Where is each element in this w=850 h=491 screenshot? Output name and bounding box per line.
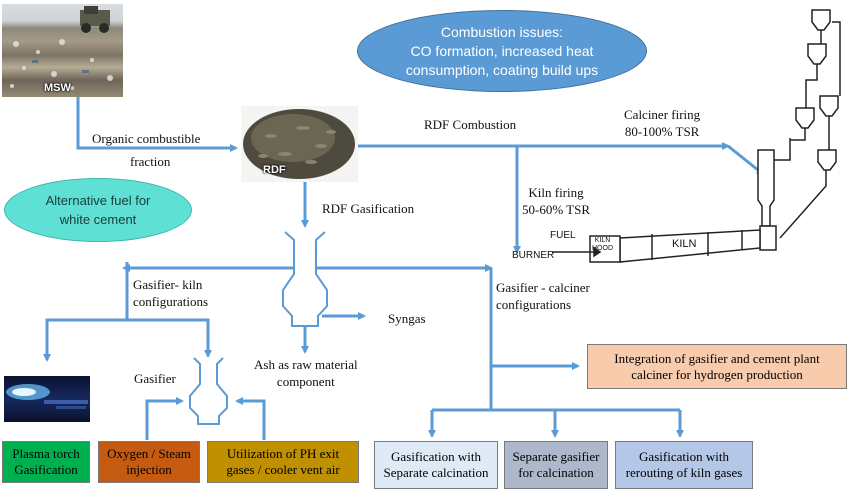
kiln-firing-label: Kiln firing 50-60% TSR — [522, 184, 590, 218]
rerouting-box: Gasification with rerouting of kiln gase… — [615, 441, 753, 489]
ash-label: Ash as raw material component — [254, 356, 358, 390]
kiln-firing-line1: Kiln firing — [528, 185, 584, 200]
kiln-hood-line2: HOOD — [592, 245, 613, 252]
oxygen-steam-line2: injection — [126, 462, 172, 477]
rdf-gasification-label: RDF Gasification — [322, 201, 415, 216]
rerouting-line1: Gasification with — [639, 449, 729, 464]
integration-line2: calciner for hydrogen production — [631, 366, 803, 382]
rdf-label: RDF — [263, 164, 286, 176]
kiln-firing-line2: 50-60% TSR — [522, 202, 591, 217]
gasifier-label: Gasifier — [134, 371, 176, 386]
alternative-fuel-ellipse: Alternative fuel for white cement — [4, 178, 192, 242]
msw-image: MSW — [2, 4, 123, 97]
separate-gasifier-box: Separate gasifier for calcination — [504, 441, 608, 489]
gasifier-calciner-line2: configurations — [496, 297, 572, 312]
arrow-kiln-config — [43, 268, 129, 362]
gasifier-kiln-line1: Gasifier- kiln — [133, 277, 203, 292]
kiln-label: KILN — [672, 238, 697, 250]
gasifier-kiln-label: Gasifier- kiln configurations — [133, 276, 208, 310]
calciner-firing-label: Calciner firing 80-100% TSR — [624, 106, 700, 140]
plasma-torch-image — [4, 376, 90, 422]
arrow-oxygen-up — [145, 397, 184, 440]
kiln-hood-line1: KILN — [594, 237, 611, 244]
gasifier-kiln-line2: configurations — [133, 294, 209, 309]
main-gasifier-shape — [282, 231, 328, 327]
utilization-box: Utilization of PH exit gases / cooler ve… — [207, 441, 359, 483]
calciner-firing-line2: 80-100% TSR — [624, 124, 700, 139]
oxygen-steam-line1: Oxygen / Steam — [107, 446, 191, 461]
combustion-issues-line1: CO formation, increased heat — [410, 42, 594, 59]
separate-calcination-line2: Separate calcination — [383, 465, 489, 480]
separate-gasifier-line1: Separate gasifier — [512, 449, 600, 464]
arrow-utilization-up — [235, 397, 266, 440]
msw-texture — [10, 6, 113, 90]
gasifier-calciner-label: Gasifier - calciner configurations — [496, 279, 590, 313]
plasma-torch-line1: Plasma torch — [12, 446, 80, 461]
combustion-issues-title: Combustion issues: — [440, 23, 564, 40]
organic-fraction-line1: Organic combustible — [92, 131, 201, 146]
utilization-line1: Utilization of PH exit — [226, 446, 340, 461]
rdf-image: RDF — [241, 106, 358, 182]
syngas-label: Syngas — [388, 311, 426, 326]
plasma-torch-box: Plasma torch Gasification — [2, 441, 90, 483]
gasifier-calciner-line1: Gasifier - calciner — [496, 280, 590, 295]
kiln-hood-label: KILN HOOD — [592, 237, 613, 253]
arrow-to-calciner-diagonal — [727, 144, 765, 176]
small-gasifier-shape — [189, 357, 228, 425]
oxygen-steam-box: Oxygen / Steam injection — [98, 441, 200, 483]
utilization-line2: gases / cooler vent air — [226, 462, 340, 477]
integration-line1: Integration of gasifier and cement plant — [614, 350, 820, 366]
msw-label: MSW — [44, 82, 71, 94]
plasma-torch-line2: Gasification — [14, 462, 78, 477]
burner-label: BURNER — [512, 250, 555, 261]
arrow-to-small-gasifier — [127, 318, 212, 358]
alternative-fuel-line2: white cement — [59, 212, 137, 227]
plasma-texture — [6, 384, 88, 409]
separate-calcination-line1: Gasification with — [391, 449, 481, 464]
rdf-combustion-label: RDF Combustion — [424, 117, 517, 132]
integration-box: Integration of gasifier and cement plant… — [587, 344, 847, 389]
arrow-msw-to-rdf — [76, 97, 238, 152]
organic-fraction-label: Organic combustible fraction — [92, 130, 200, 170]
separate-gasifier-line2: for calcination — [518, 465, 594, 480]
separate-calcination-box: Gasification with Separate calcination — [374, 441, 498, 489]
cement-plant-drawing — [552, 9, 841, 263]
rdf-texture — [243, 109, 355, 179]
ash-line1: Ash as raw material — [254, 357, 358, 372]
alternative-fuel-line1: Alternative fuel for — [45, 193, 151, 208]
ash-line2: component — [276, 374, 335, 389]
fuel-label: FUEL — [550, 230, 576, 241]
rerouting-line2: rerouting of kiln gases — [625, 465, 743, 480]
combustion-issues-line2: consumption, coating build ups — [405, 61, 599, 78]
calciner-firing-line1: Calciner firing — [624, 107, 701, 122]
organic-fraction-line2: fraction — [130, 154, 171, 169]
combustion-issues-ellipse: Combustion issues: CO formation, increas… — [357, 10, 647, 92]
